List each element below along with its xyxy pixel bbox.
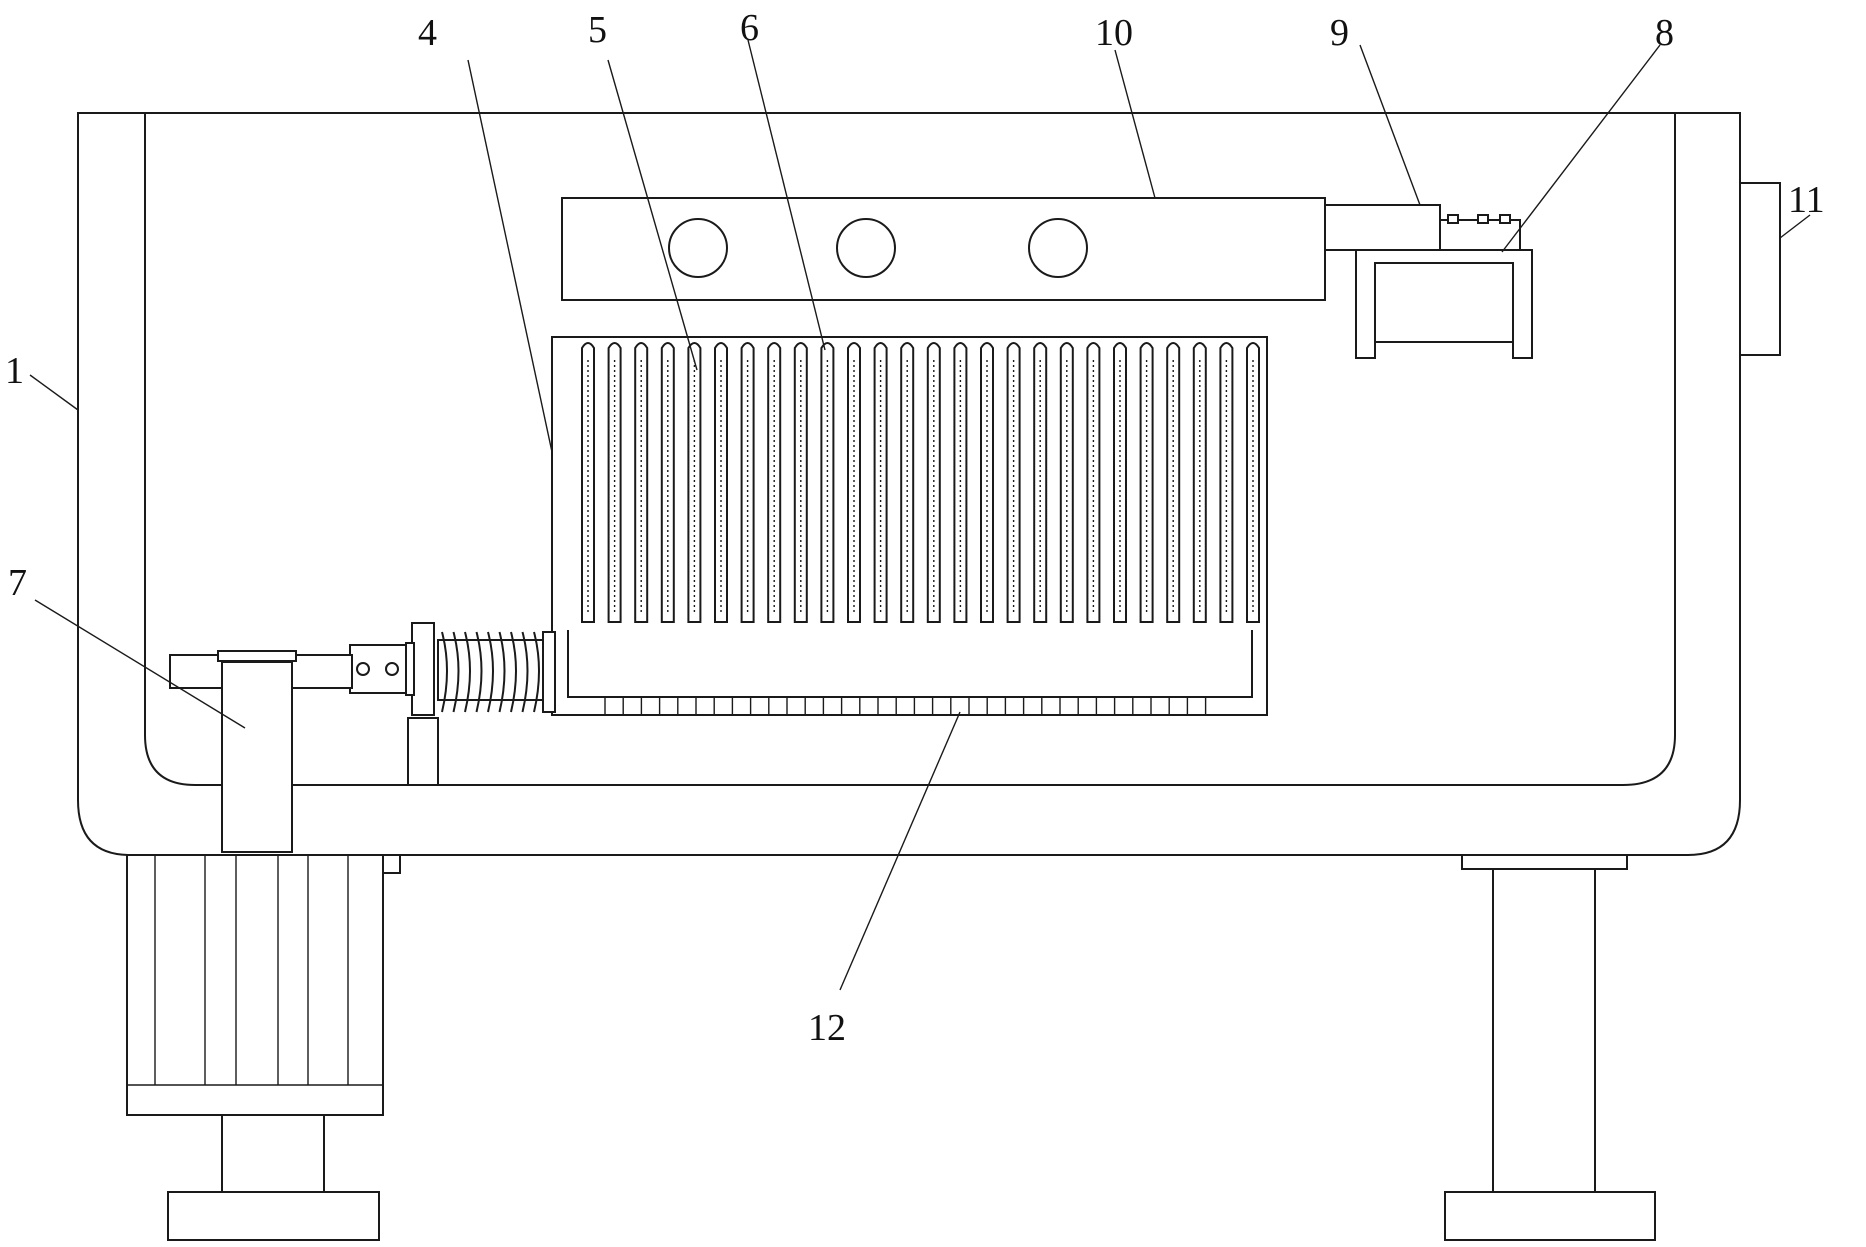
connector-block [1324,204,1521,251]
motor [126,854,401,1241]
leader-lines [29,39,1811,991]
filter-slot [820,342,835,623]
filter-slot [926,342,941,623]
filter-slot [767,342,782,623]
spring-coil [452,631,460,713]
bracket [1355,249,1533,359]
spring-coil [510,631,517,713]
side-panel [1739,182,1781,356]
filter-slot [980,342,994,623]
callout-labels: 1 4 5 6 7 8 9 10 11 12 [5,7,1825,1049]
filter-slot [660,342,675,623]
bottom-grate [604,697,1207,715]
spring-coil [521,631,529,713]
filter-slot [1166,342,1181,623]
label-9: 9 [1330,12,1349,54]
spring-coil [441,631,448,713]
filter-slot [953,342,968,623]
filter-slot [1113,342,1127,623]
filter-slot [793,342,808,623]
top-bar [561,197,1326,301]
filter-slot [1086,342,1101,623]
spring-coil [464,631,471,713]
spring-coil [487,631,494,713]
filter-slot [581,342,595,623]
spring-coil [475,631,483,713]
spring [437,631,544,713]
right-leg [1444,854,1656,1241]
label-8: 8 [1655,12,1674,54]
filter-slot [607,342,622,623]
filter-slots [581,342,1260,623]
filter-slot [1033,342,1048,623]
spring-assembly [349,622,556,786]
filter-slot [1006,342,1021,623]
label-11: 11 [1788,179,1825,221]
filter-slot [740,342,755,623]
label-4: 4 [418,12,437,54]
filter-slot [714,342,728,623]
label-7: 7 [8,562,27,604]
filter-slot [873,342,888,623]
label-12: 12 [808,1007,846,1049]
label-6: 6 [740,7,759,49]
filter-slot [1059,342,1074,623]
filter-slot [1246,342,1260,623]
filter-slot [634,342,649,623]
label-1: 1 [5,350,24,392]
housing [77,112,1741,856]
filter-slot [847,342,861,623]
filter-slot [1192,342,1207,623]
filter-slot [900,342,915,623]
spring-coil [533,631,540,713]
filter-slot [1139,342,1154,623]
spring-coil [498,631,506,713]
label-5: 5 [588,9,607,51]
label-10: 10 [1095,12,1133,54]
crank-lever [169,650,353,853]
filter-slot [1219,342,1234,623]
